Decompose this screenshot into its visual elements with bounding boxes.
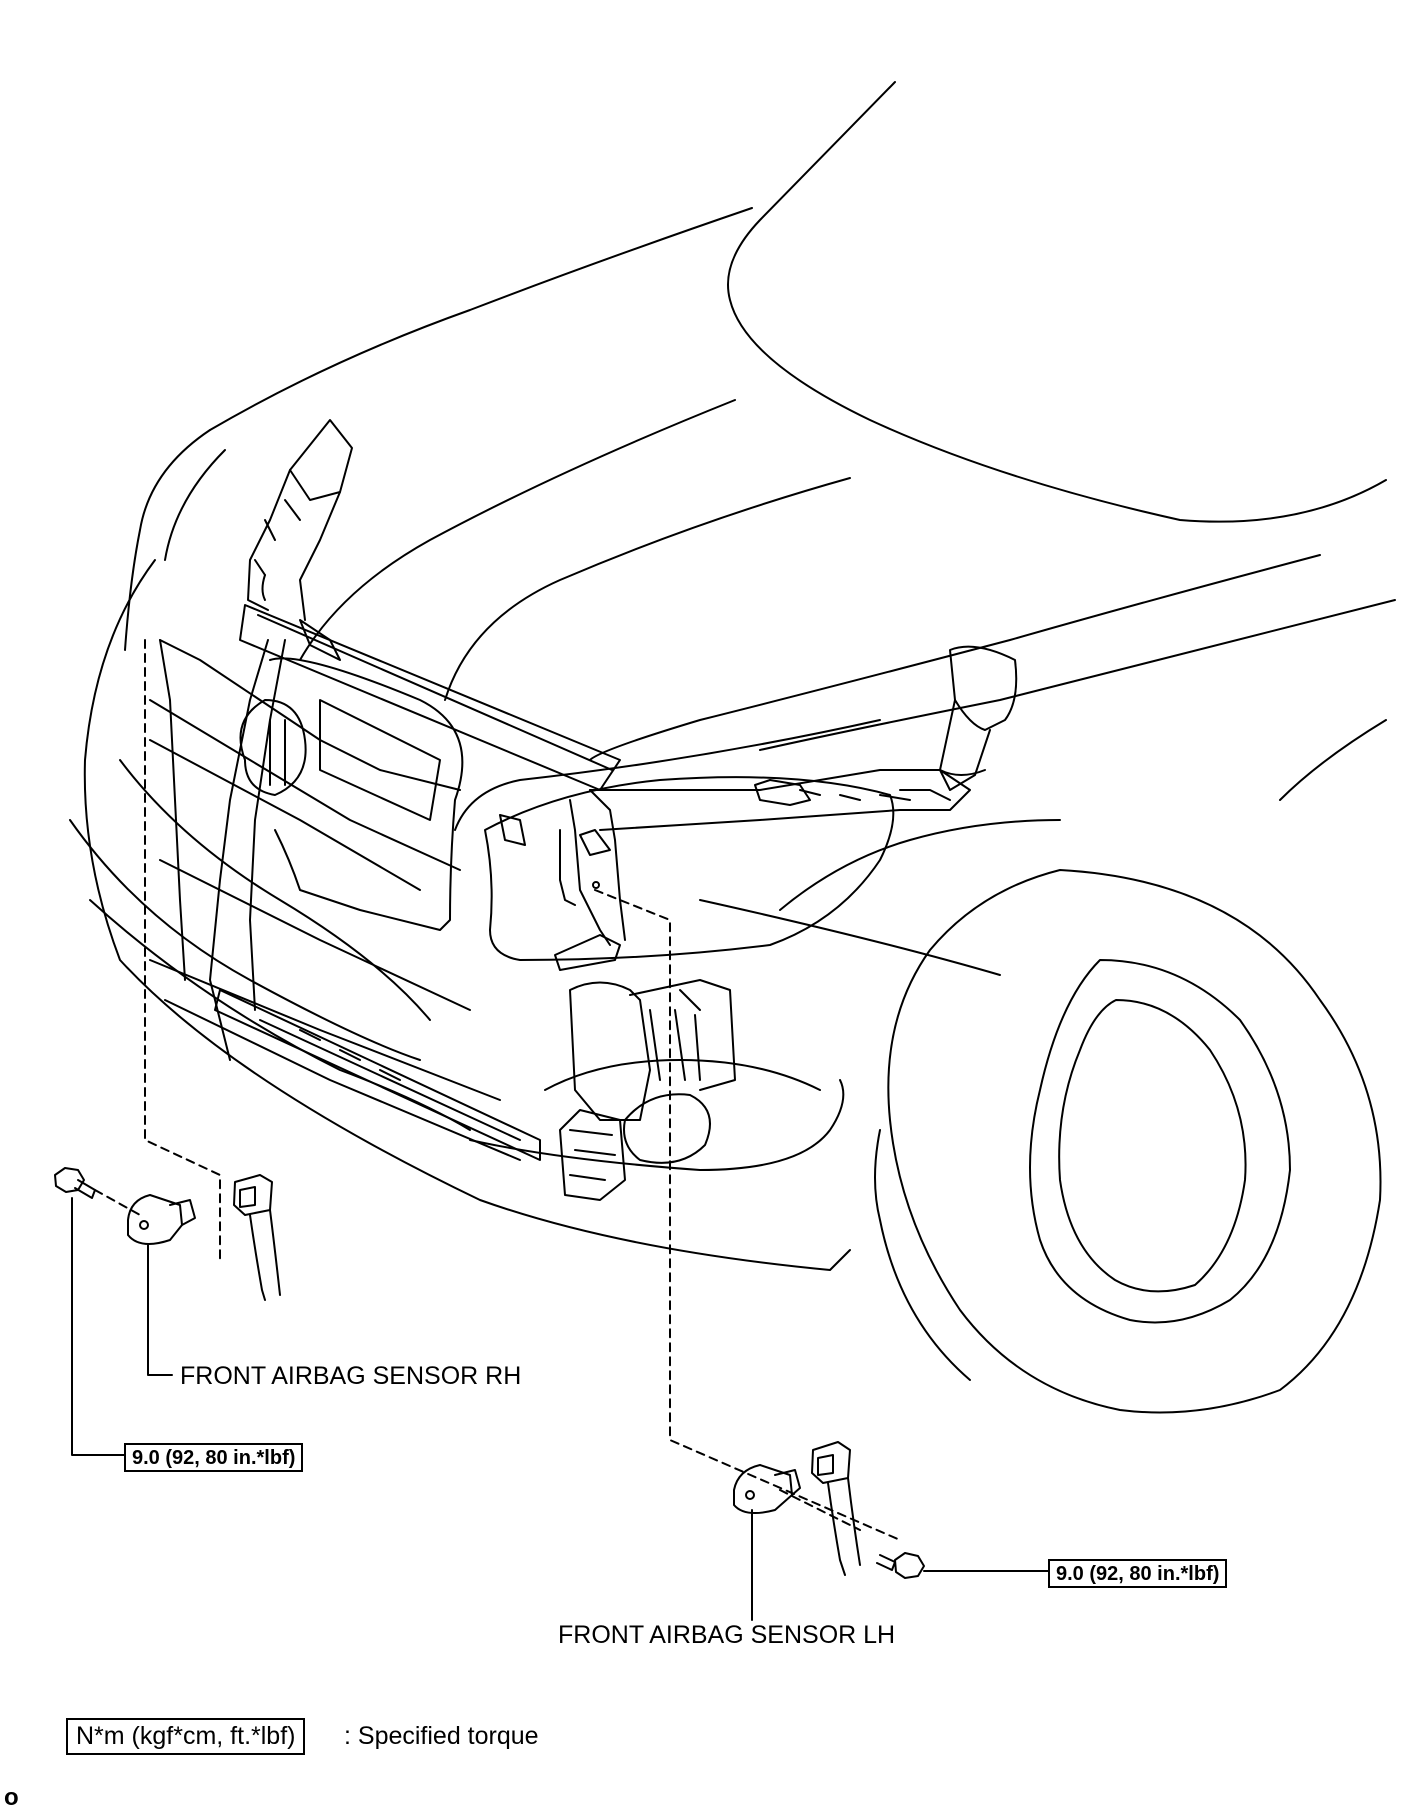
lh-bracket <box>499 789 736 1201</box>
rh-sensor <box>127 1194 196 1245</box>
label-front-airbag-sensor-rh: FRONT AIRBAG SENSOR RH <box>180 1362 522 1390</box>
torque-spec-rh: 9.0 (92, 80 in.*lbf) <box>124 1443 304 1472</box>
locator-lines <box>94 639 901 1541</box>
torque-spec-lh: 9.0 (92, 80 in.*lbf) <box>1048 1559 1228 1588</box>
leader-lines <box>71 1197 1049 1621</box>
rh-bolt <box>54 1167 96 1199</box>
rh-connector <box>233 1174 281 1301</box>
lh-connector <box>811 1441 861 1576</box>
side-mirror <box>939 645 1018 791</box>
label-front-airbag-sensor-lh: FRONT AIRBAG SENSOR LH <box>558 1621 896 1649</box>
front-wheel <box>874 869 1382 1414</box>
lh-bolt <box>876 1552 925 1579</box>
headlight <box>484 776 895 961</box>
lh-sensor <box>733 1464 801 1515</box>
figure-code: o <box>4 1784 19 1811</box>
fender-outline <box>454 719 1387 976</box>
hood-outline <box>124 81 1396 761</box>
bumper <box>69 559 851 1271</box>
grille <box>261 574 464 931</box>
upper-crossmember <box>589 769 971 831</box>
legend-torque-unit-box: N*m (kgf*cm, ft.*lbf) <box>66 1718 306 1755</box>
legend-description: : Specified torque <box>344 1722 539 1750</box>
